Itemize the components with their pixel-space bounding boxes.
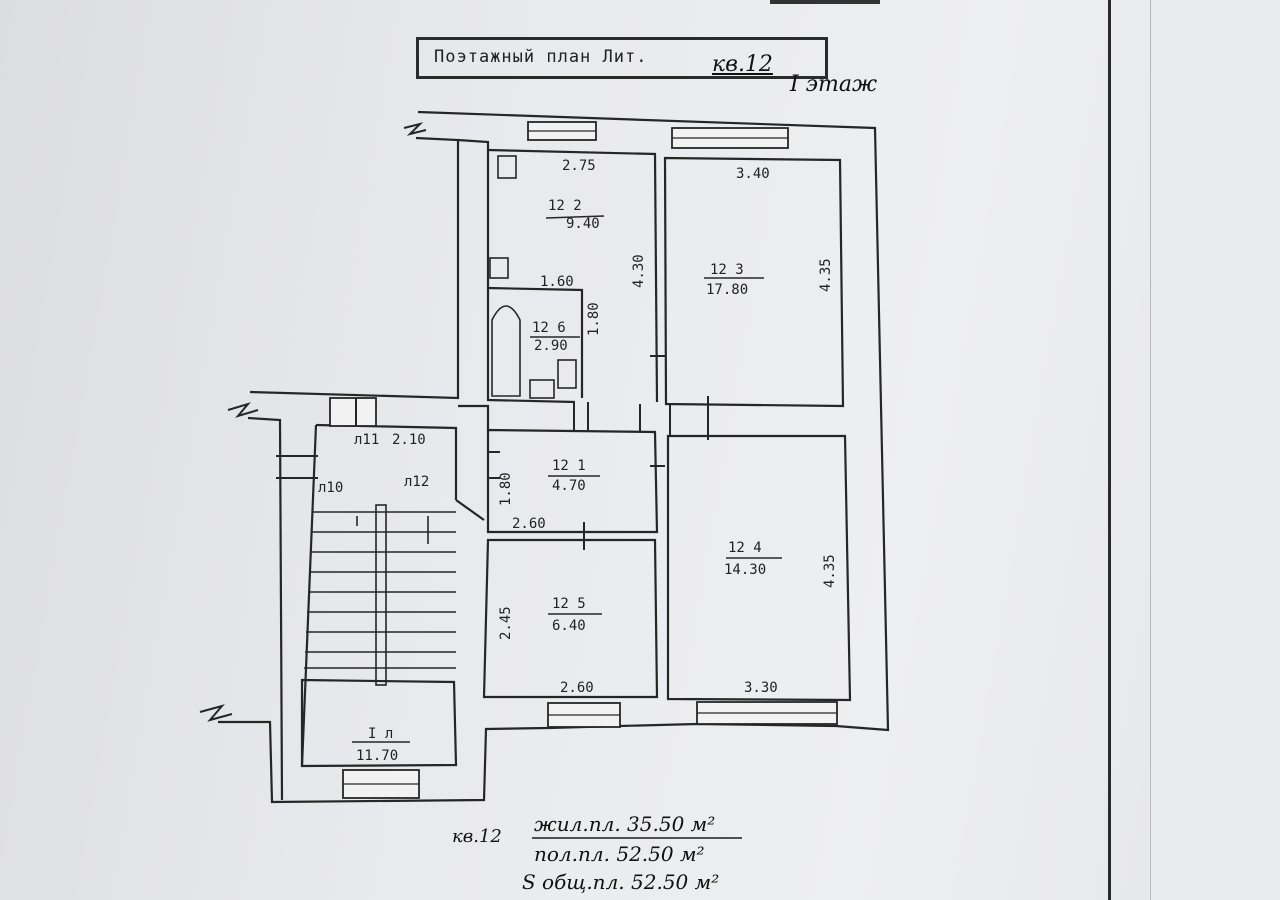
stair-left-label: л10 (318, 480, 343, 496)
wall-stair-left (300, 424, 318, 767)
fixtures (489, 155, 577, 399)
room5-dim-width: 2.60 (560, 680, 594, 696)
stair-room-label: I л (368, 726, 393, 742)
stairs (304, 504, 456, 686)
wall-stair-right (455, 499, 485, 521)
room3-dim-width: 3.40 (736, 166, 770, 182)
stove-icon (497, 155, 517, 179)
wall-room1 (486, 428, 659, 534)
stair-room-area: 11.70 (356, 748, 398, 764)
stair-top-label: л11 (354, 432, 379, 448)
wall-room5 (482, 538, 659, 699)
summary-useful-area: пол.пл. 52.50 м² (534, 842, 705, 866)
room2-label: 12 2 (548, 198, 582, 214)
summary-total-area: S общ.пл. 52.50 м² (522, 870, 720, 894)
sink-icon (489, 257, 509, 279)
room2-dim-width: 2.75 (562, 158, 596, 174)
title-floor: I этаж (790, 72, 877, 97)
room3-area: 17.80 (706, 282, 748, 298)
room1-label: 12 1 (552, 458, 586, 474)
stair-top-dim: 2.10 (392, 432, 426, 448)
room6-dim-width: 1.60 (540, 274, 574, 290)
top-stub-line (770, 0, 880, 4)
stair-outer-wall (247, 416, 284, 801)
wall-corridor (458, 404, 490, 430)
summary-apartment: кв.12 (452, 826, 502, 847)
stair-right-label: л12 (404, 474, 429, 490)
room1-dim-height: 1.80 (498, 472, 514, 506)
outer-wall (218, 110, 890, 804)
room3-dim-height: 4.35 (818, 258, 834, 292)
title-box (416, 37, 828, 79)
room5-area: 6.40 (552, 618, 586, 634)
door-marks (276, 355, 709, 550)
window (329, 397, 377, 427)
wall-stair-room (300, 678, 458, 768)
summary-living-area: жил.пл. 35.50 м² (534, 812, 716, 836)
room4-area: 14.30 (724, 562, 766, 578)
room2-dim-height: 4.30 (631, 254, 647, 288)
room5-dim-height: 2.45 (498, 606, 514, 640)
wall-bath (487, 286, 584, 398)
room6-label: 12 6 (532, 320, 566, 336)
room2-area: 9.40 (566, 216, 600, 232)
wall-room4 (666, 434, 852, 702)
wall-room3 (663, 156, 845, 408)
room4-label: 12 4 (728, 540, 762, 556)
room4-dim-width: 3.30 (744, 680, 778, 696)
room6-dim-height: 1.80 (586, 302, 602, 336)
washbasin-icon (529, 379, 555, 399)
break-mark (199, 704, 233, 722)
frame-border-line (1108, 0, 1111, 900)
outer-wall-inner (249, 136, 460, 400)
bathtub-icon (491, 305, 521, 397)
room5-label: 12 5 (552, 596, 586, 612)
room1-area: 4.70 (552, 478, 586, 494)
room6-area: 2.90 (534, 338, 568, 354)
toilet-icon (557, 359, 577, 389)
room1-dim-width: 2.60 (512, 516, 546, 532)
break-mark (403, 122, 427, 136)
adjacent-sheet (1150, 0, 1280, 900)
wall-block-top (457, 138, 576, 404)
room4-dim-height: 4.35 (822, 554, 838, 588)
wall-kitchen (487, 148, 659, 403)
room3-label: 12 3 (710, 262, 744, 278)
title-printed: Поэтажный план Лит. (434, 47, 648, 67)
title-apartment: кв.12 (712, 52, 773, 77)
break-mark (227, 402, 259, 418)
